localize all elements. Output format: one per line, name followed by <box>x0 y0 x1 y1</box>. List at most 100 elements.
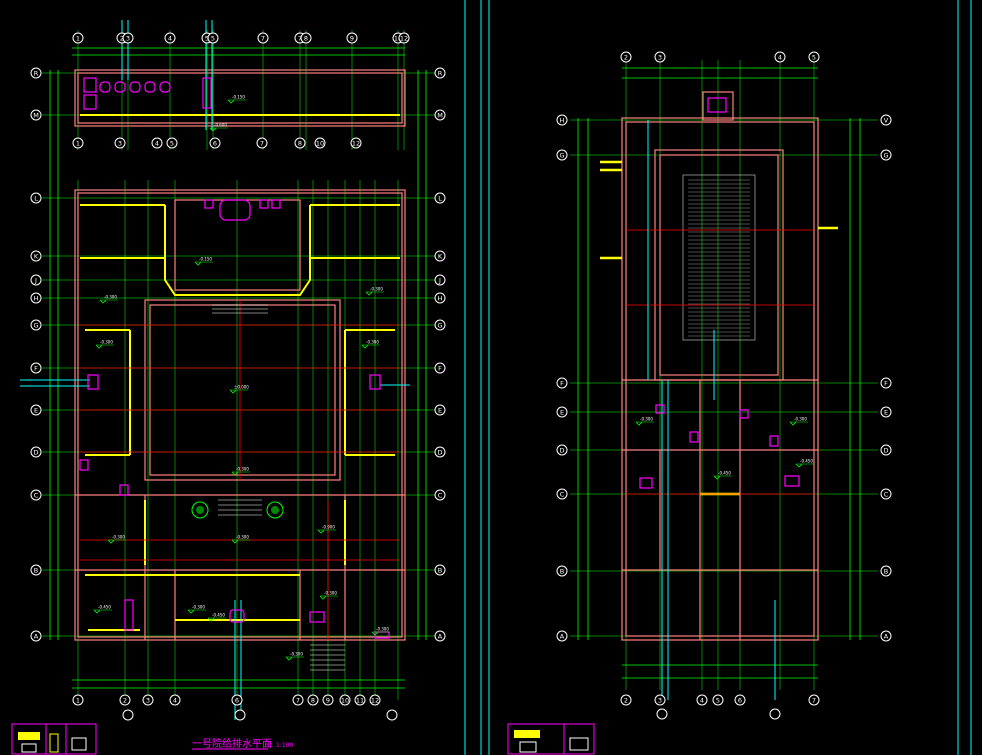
axis-label: 7 <box>296 697 300 705</box>
level-label: -0.300 <box>290 652 303 657</box>
axis-bubble-left: A <box>30 630 42 642</box>
axis-bubble-right: E <box>434 404 446 416</box>
walls <box>74 69 406 641</box>
level-mark: ±0.000 <box>229 385 249 394</box>
axis-label: 9 <box>326 697 330 705</box>
axis-label: 7 <box>261 35 265 43</box>
axis-bubble-right: A <box>434 630 446 642</box>
axis-bubble-bottom: 4 <box>696 694 708 706</box>
level-label: -0.300 <box>100 340 113 345</box>
axis-label: K <box>34 253 39 261</box>
axis-bubble-top: 5 <box>207 32 219 44</box>
axis-bubble-left: B <box>556 565 568 577</box>
axis-label: B <box>438 567 442 575</box>
axis-label: F <box>34 365 38 373</box>
axis-bubble-right: D <box>880 444 892 456</box>
level-mark: -0.300 <box>95 340 114 349</box>
axis-label: R <box>438 70 443 78</box>
axis-label: B <box>560 568 564 576</box>
axis-bubble-bottom: 3 <box>142 694 154 706</box>
axis-bubble-bottom: 4 <box>169 694 181 706</box>
tank-hatch <box>688 179 750 337</box>
axis-bubble-right: L <box>434 192 446 204</box>
axis-bubble-right: C <box>434 489 446 501</box>
level-label: -0.600 <box>214 123 227 128</box>
axis-bubble-left: H <box>30 292 42 304</box>
water-pipes <box>647 120 776 700</box>
axis-label: 8 <box>304 35 308 43</box>
axis-label: C <box>34 492 39 500</box>
axis-bubble-mid: 1 <box>72 137 84 149</box>
axis-bubble-mid: 3 <box>114 137 126 149</box>
axis-bubble-bottom <box>386 709 398 721</box>
axis-bubble-right: F <box>434 362 446 374</box>
level-label: -0.900 <box>322 525 335 530</box>
level-mark: -0.450 <box>93 605 112 614</box>
axis-label: L <box>34 195 38 203</box>
axis-label: 6 <box>738 697 742 705</box>
axis-bubble-right: M <box>434 109 446 121</box>
axis-label: J <box>438 277 441 285</box>
axis-bubble-bottom: 12 <box>369 694 381 706</box>
level-label: -0.450 <box>98 605 111 610</box>
axis-bubble-right: B <box>880 565 892 577</box>
level-mark: -0.300 <box>99 295 118 304</box>
axis-bubble-bottom: 6 <box>231 694 243 706</box>
axis-label: 12 <box>352 140 360 148</box>
axis-bubble-left: B <box>30 564 42 576</box>
axis-bubble-left: E <box>30 404 42 416</box>
level-label: -0.300 <box>794 417 807 422</box>
level-marks: -0.150 -0.600 -0.150 -0.300 -0.300 -0.300 -0.3… <box>93 95 390 661</box>
axis-bubble-left: M <box>30 109 42 121</box>
axis-label: 7 <box>260 140 264 148</box>
axis-bubble-bottom: 9 <box>322 694 334 706</box>
axis-bubble-top: 3 <box>122 32 134 44</box>
axis-label: 5 <box>812 54 816 62</box>
level-label: -0.150 <box>232 95 245 100</box>
level-mark: -0.300 <box>319 591 338 600</box>
axis-bubble-top: 7 <box>257 32 269 44</box>
axis-bubble-left: R <box>30 67 42 79</box>
pipe-runs-red <box>626 229 814 495</box>
level-mark: -0.600 <box>209 123 228 132</box>
axis-label: M <box>437 112 443 120</box>
axis-bubble-top: 2 <box>620 51 632 63</box>
axis-label: 1 <box>76 140 80 148</box>
axis-bubble-bottom <box>122 709 134 721</box>
axis-bubble-right: B <box>434 564 446 576</box>
axis-bubble-right: G <box>434 319 446 331</box>
level-mark: -0.300 <box>231 535 250 544</box>
axis-label: 9 <box>350 35 354 43</box>
level-label: -0.300 <box>324 591 337 596</box>
axis-bubble-right: C <box>880 488 892 500</box>
level-label: -0.150 <box>199 257 212 262</box>
axis-label: F <box>560 380 564 388</box>
axis-label: A <box>884 633 889 641</box>
axis-label: C <box>560 491 565 499</box>
axis-bubble-bottom <box>656 708 668 720</box>
axis-bubble-right: J <box>434 274 446 286</box>
axis-bubble-mid: 5 <box>166 137 178 149</box>
axis-bubble-left: G <box>556 149 568 161</box>
axis-label: 5 <box>716 697 720 705</box>
level-mark: -0.300 <box>107 535 126 544</box>
axis-label: V <box>884 117 889 125</box>
level-marks: -0.300-0.300-0.450-0.450 <box>635 417 814 480</box>
axis-label: M <box>33 112 39 120</box>
axis-bubble-top: 9 <box>346 32 358 44</box>
axis-label: E <box>438 407 442 415</box>
axis-label: 6 <box>235 697 239 705</box>
level-mark: -0.900 <box>317 525 336 534</box>
axis-label: G <box>883 152 888 160</box>
axis-bubble-top: 3 <box>654 51 666 63</box>
axis-bubble-right: K <box>434 250 446 262</box>
axis-bubble-bottom <box>769 708 781 720</box>
axis-bubble-bottom <box>234 709 246 721</box>
axis-bubble-bottom: 5 <box>712 694 724 706</box>
axis-label: A <box>34 633 39 641</box>
axis-label: 5 <box>211 35 215 43</box>
left-floor-plan[interactable]: 123455778910121345678101212346789101112R… <box>20 20 446 750</box>
